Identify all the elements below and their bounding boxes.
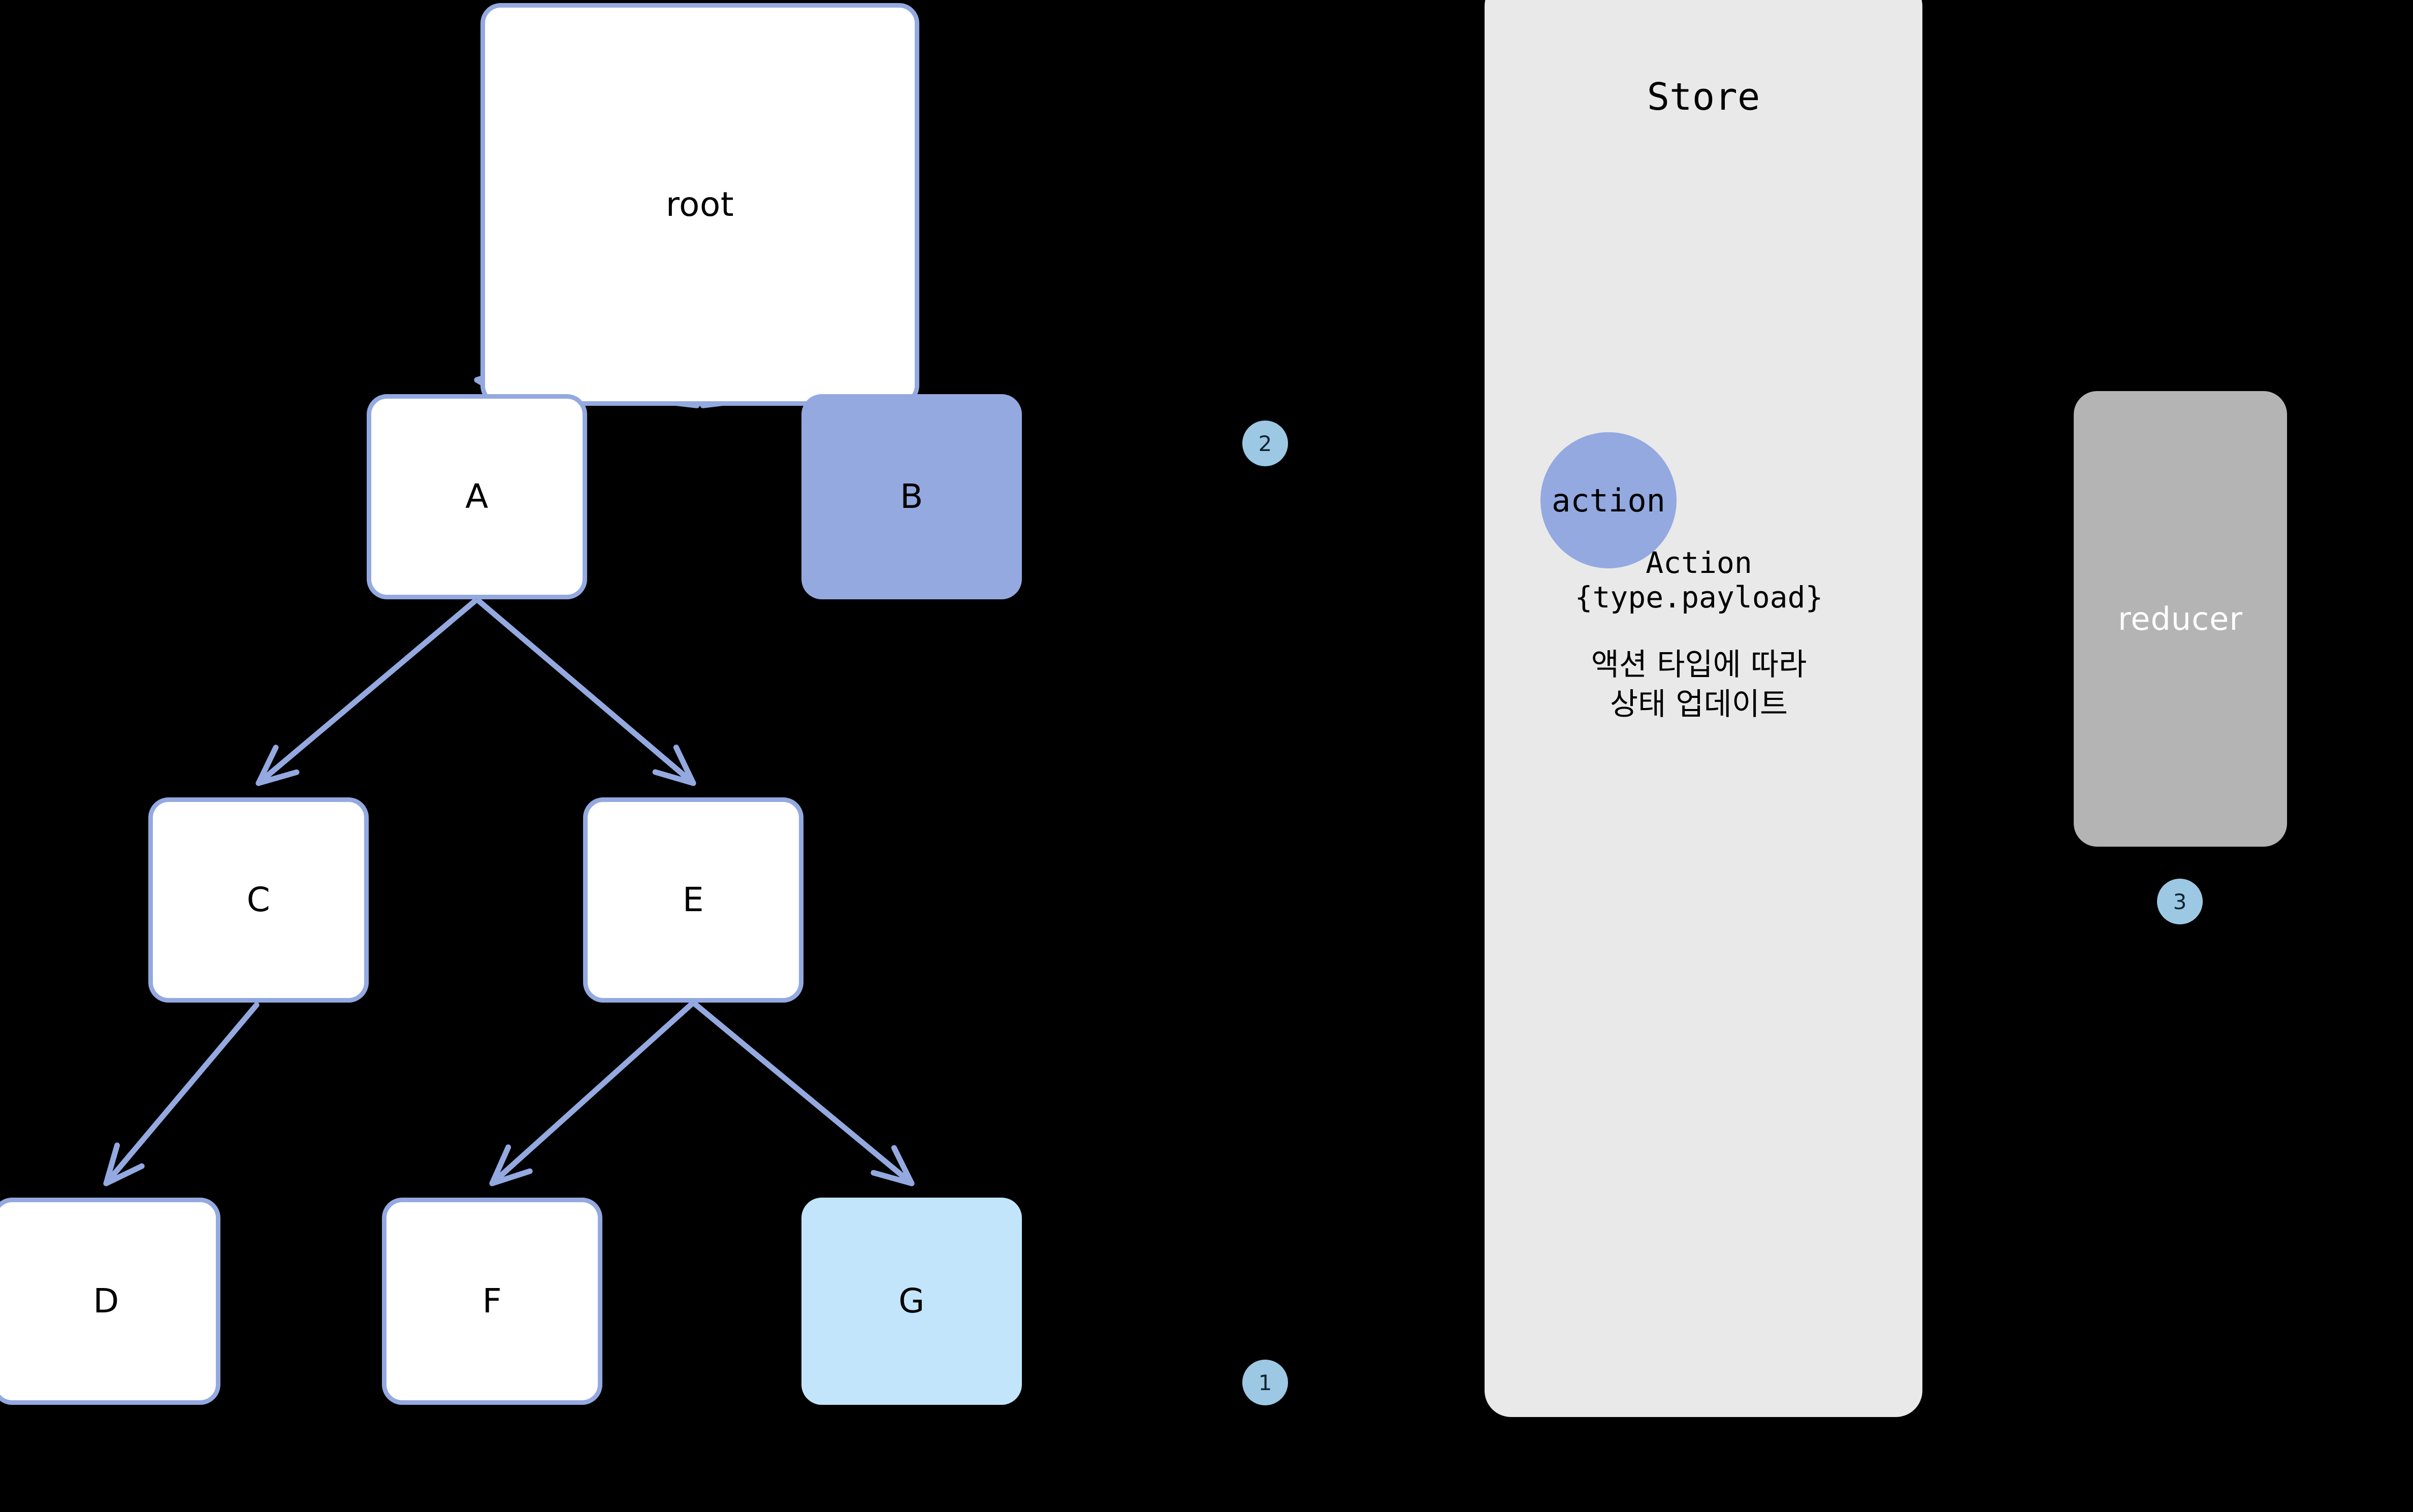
edge-arrowhead-1 bbox=[255, 769, 300, 786]
tree-node-label: F bbox=[482, 1281, 502, 1321]
tree-node-root[interactable]: root bbox=[480, 3, 919, 406]
edge-arrowhead-0 bbox=[103, 1142, 120, 1186]
store-panel[interactable]: Store action Action {type.payload} 액션 타입… bbox=[1485, 0, 1922, 1417]
tree-node-label: root bbox=[665, 184, 734, 224]
tree-node-a[interactable]: A bbox=[367, 394, 587, 599]
step-badge-label: 1 bbox=[1258, 1370, 1272, 1395]
edge-arrowhead-1 bbox=[891, 1145, 915, 1186]
step-badge-3[interactable]: 3 bbox=[2157, 879, 2203, 924]
tree-node-label: G bbox=[898, 1281, 925, 1321]
connector-arrowhead-0 bbox=[2056, 497, 2077, 512]
action-label: action bbox=[1552, 481, 1665, 519]
edge-line bbox=[476, 598, 696, 786]
edge-arrowhead-1 bbox=[103, 1163, 145, 1186]
tree-edge-a-to-c bbox=[255, 598, 477, 786]
edge-line bbox=[489, 1002, 694, 1186]
edge-line bbox=[103, 1002, 260, 1186]
edge-arrowhead-0 bbox=[871, 1170, 915, 1186]
reducer-description-note: 액션 타입에 따라 상태 업데이트 bbox=[1591, 647, 1807, 722]
edge-arrowhead-1 bbox=[489, 1168, 533, 1186]
edge-line bbox=[255, 598, 477, 786]
step-badge-label: 3 bbox=[2173, 889, 2187, 914]
reducer-box[interactable]: reducer bbox=[2074, 391, 2287, 847]
step-badge-2[interactable]: 2 bbox=[1242, 421, 1288, 466]
tree-edge-c-to-d bbox=[103, 1002, 260, 1186]
tree-node-g[interactable]: G bbox=[801, 1198, 1022, 1405]
tree-node-label: E bbox=[682, 880, 704, 919]
connector-arrowhead-1 bbox=[2056, 488, 2077, 503]
tree-node-label: A bbox=[465, 477, 489, 516]
tree-node-b[interactable]: B bbox=[801, 394, 1022, 599]
edge-arrowhead-1 bbox=[673, 745, 696, 786]
tree-node-label: D bbox=[93, 1281, 119, 1321]
action-node[interactable]: action bbox=[1540, 432, 1677, 568]
reducer-label: reducer bbox=[2118, 600, 2243, 637]
store-title: Store bbox=[1647, 75, 1760, 119]
tree-node-f[interactable]: F bbox=[382, 1198, 602, 1405]
edge-arrowhead-0 bbox=[652, 769, 696, 786]
step-badge-label: 2 bbox=[1258, 431, 1272, 456]
tree-edge-a-to-e bbox=[476, 598, 696, 786]
tree-node-label: B bbox=[900, 477, 923, 516]
action-shape-note: Action {type.payload} bbox=[1574, 545, 1823, 615]
tree-node-label: C bbox=[246, 880, 271, 919]
tree-node-e[interactable]: E bbox=[583, 797, 803, 1003]
tree-node-d[interactable]: D bbox=[0, 1198, 220, 1405]
tree-edge-e-to-f bbox=[489, 1002, 694, 1186]
tree-edge-e-to-g bbox=[693, 1002, 915, 1186]
step-badge-1[interactable]: 1 bbox=[1242, 1360, 1288, 1405]
edge-arrowhead-0 bbox=[255, 745, 279, 786]
edge-line bbox=[693, 1002, 915, 1186]
tree-node-c[interactable]: C bbox=[148, 797, 369, 1003]
edge-arrowhead-0 bbox=[489, 1144, 511, 1186]
